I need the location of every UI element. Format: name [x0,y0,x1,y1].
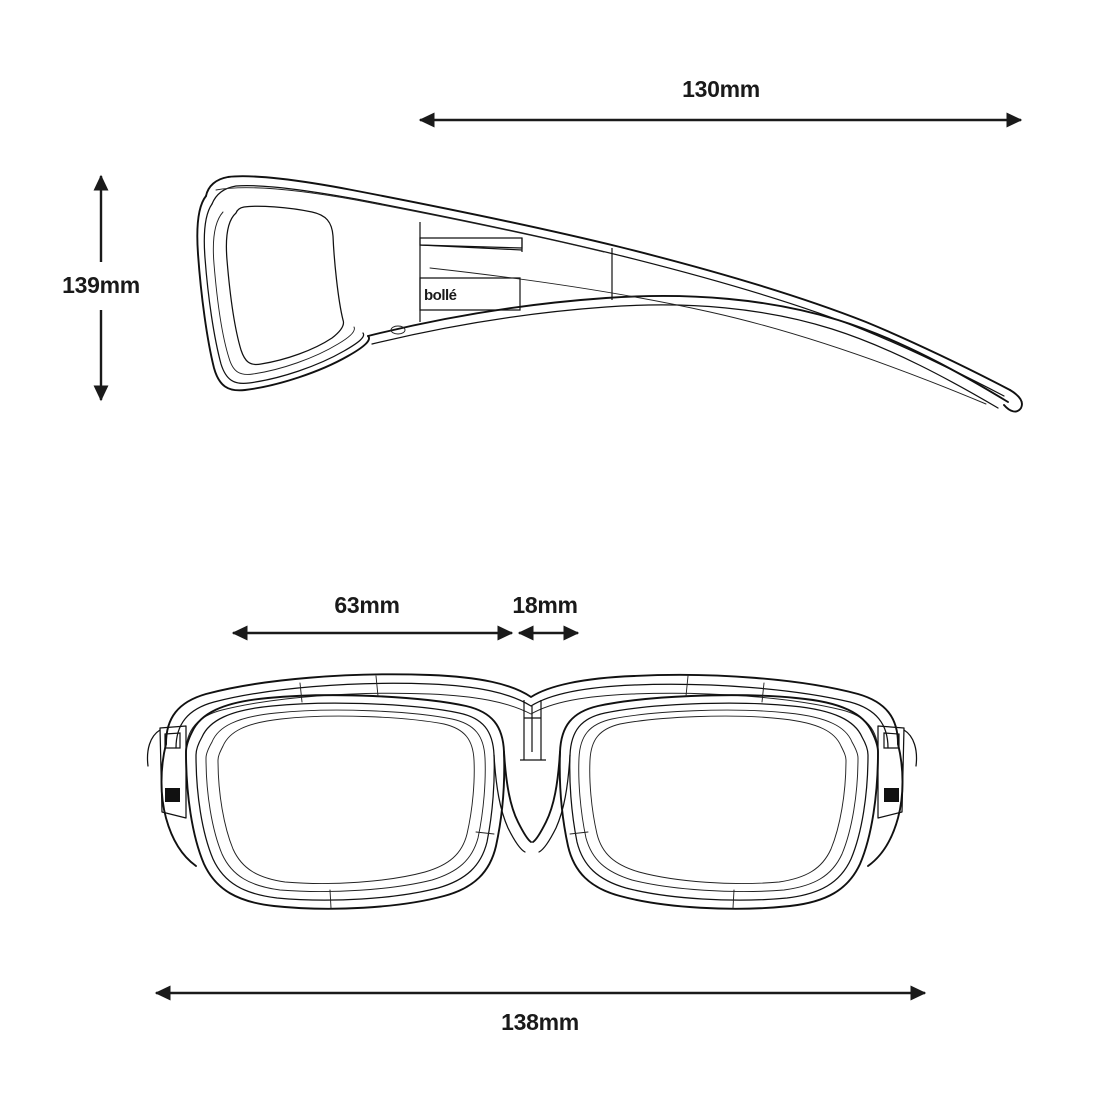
side-logo-plate [419,277,521,311]
front-view-bottom-dimension: 138mm [154,985,927,1035]
front-right-rim-tick-side [569,831,589,835]
front-left-rim-tick-top2 [299,682,303,703]
front-right-hinge-screw [884,788,899,802]
front-brow-outer [165,673,899,745]
side-lens-mid-outline [203,203,365,385]
front-nose-bridge-left [503,751,532,843]
front-left-temple-stub [146,729,161,767]
front-brow-third [185,692,879,753]
brand-logo-text: bollé [424,287,457,304]
front-right-lens-rim-mid [569,702,869,901]
front-left-rim-tick-bottom [329,889,332,909]
front-left-hinge-upper-notch [164,732,181,749]
side-profile-view: bollé [196,175,1023,413]
side-lens-aperture [225,205,345,366]
side-temple-crease [429,267,987,405]
front-bridge-center-detail [523,700,542,760]
front-right-rim-tick-bottom [732,889,735,909]
front-nose-bridge-right-inner [538,754,571,853]
front-right-temple-stub [903,729,918,767]
side-lens-outer-outline [196,195,370,392]
side-temple-bottom-inner [371,304,999,409]
front-right-outer-edge [867,743,904,867]
front-left-hinge-screw [165,788,180,802]
front-left-lens-rim-mid [195,702,495,901]
dimension-label-138mm: 138mm [501,1009,579,1035]
front-nose-bridge-left-inner [493,754,526,853]
side-lens-inner-edge [212,211,355,375]
front-view [146,673,918,910]
front-nose-bridge-right [532,751,561,843]
side-temple-upper-panel [419,237,523,249]
dimension-label-139mm: 139mm [62,272,140,298]
front-right-lens-rim-outer [558,694,879,910]
front-right-rim-tick-top [685,675,689,697]
front-left-lens-aperture [217,715,475,885]
front-left-lens-rim-inner [205,709,486,892]
front-brow-second [175,682,889,749]
side-view-dimensions: 130mm 139mm [62,76,1023,402]
front-right-lens-rim-inner [578,709,859,892]
dimension-label-130mm: 130mm [682,76,760,102]
side-temple-upper-panel-edge [419,244,523,251]
dimension-label-63mm: 63mm [334,592,399,618]
side-vent-detail [390,325,406,335]
side-brow-seam [215,187,605,253]
front-left-outer-edge [160,743,197,867]
side-temple-tip [1003,389,1023,413]
front-left-rim-tick-top [375,675,379,697]
front-right-lens-aperture [589,715,847,885]
dimension-label-18mm: 18mm [512,592,577,618]
side-temple-top-outline [205,175,1011,391]
front-view-top-dimensions: 63mm 18mm [231,592,580,641]
side-temple-bottom-outline [367,295,1009,403]
front-right-rim-tick-top2 [761,682,765,703]
front-left-rim-tick-side [475,831,495,835]
front-left-lens-rim-outer [185,694,506,910]
